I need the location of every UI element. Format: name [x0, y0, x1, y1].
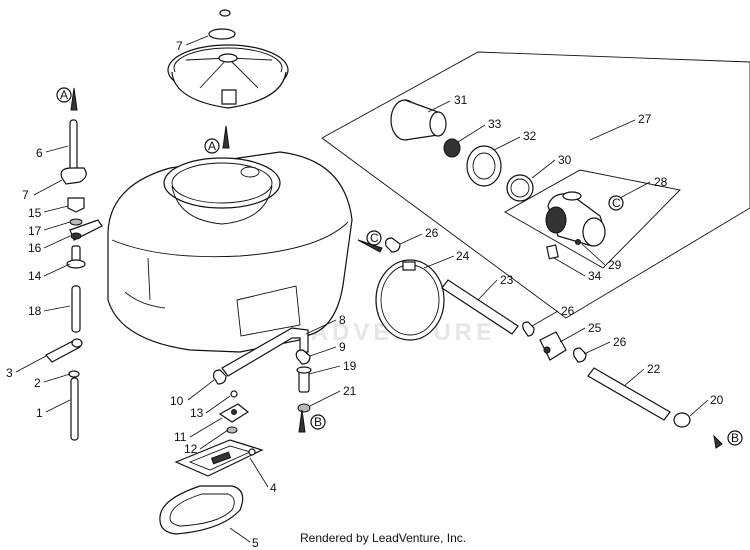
callout-16: 16 — [28, 241, 42, 255]
callout-18: 18 — [28, 304, 42, 318]
hose-23 — [441, 279, 519, 335]
assembly-box-28 — [504, 169, 681, 269]
callout-26-c: 26 — [425, 226, 439, 240]
callout-10: 10 — [170, 394, 184, 408]
callout-14: 14 — [28, 269, 42, 283]
callout-7-top: 7 — [176, 39, 183, 53]
marker-b-mid-label: B — [314, 415, 322, 429]
callout-4: 4 — [270, 481, 277, 495]
valve-assembly — [390, 99, 606, 260]
callout-33: 33 — [488, 117, 502, 131]
callout-23: 23 — [500, 273, 514, 287]
callout-19: 19 — [343, 359, 357, 373]
callout-1: 1 — [36, 406, 43, 420]
marker-a-top-label: A — [60, 88, 68, 102]
callout-29: 29 — [608, 258, 622, 272]
callout-22: 22 — [647, 362, 661, 376]
lower-parts — [159, 369, 264, 535]
callout-7-left: 7 — [22, 188, 29, 202]
callout-26-right: 26 — [613, 335, 627, 349]
marker-c-right: C — [608, 195, 624, 211]
callout-6: 6 — [36, 146, 43, 160]
marker-b-mid: B — [298, 409, 326, 433]
callout-17: 17 — [28, 224, 42, 238]
callout-31: 31 — [454, 93, 468, 107]
callout-11: 11 — [174, 430, 187, 444]
leader-lines — [15, 35, 709, 543]
marker-a-mid: A — [204, 125, 230, 154]
callout-27: 27 — [638, 112, 652, 126]
footer-credit: Rendered by LeadVenture, Inc. — [300, 531, 467, 545]
callout-13: 13 — [190, 406, 204, 420]
callout-12: 12 — [184, 442, 198, 456]
callout-8: 8 — [339, 313, 346, 327]
hose-loop — [375, 259, 445, 341]
marker-c-left: C — [357, 230, 383, 253]
left-parts — [45, 119, 103, 441]
marker-c-right-label: C — [612, 196, 621, 210]
hose-22 — [587, 367, 691, 428]
callout-32: 32 — [523, 129, 537, 143]
callout-labels: 7 6 7 15 17 16 14 18 3 2 1 31 33 32 27 3… — [6, 39, 724, 550]
marker-b-right-label: B — [731, 431, 739, 445]
callout-25: 25 — [588, 321, 602, 335]
callout-15: 15 — [28, 206, 42, 220]
callout-2: 2 — [34, 376, 41, 390]
callout-30: 30 — [558, 153, 572, 167]
fitting-25 — [522, 321, 587, 363]
marker-a-top: A — [56, 87, 78, 111]
callout-5: 5 — [252, 536, 259, 550]
marker-b-right: B — [713, 430, 743, 449]
callout-9: 9 — [339, 340, 346, 354]
callout-28: 28 — [654, 175, 668, 189]
callout-26-mid: 26 — [561, 304, 575, 318]
callout-3: 3 — [6, 366, 13, 380]
assembly-box-27 — [321, 51, 750, 319]
callout-34: 34 — [588, 269, 602, 283]
clamp-26a — [385, 237, 401, 253]
marker-c-left-label: C — [370, 231, 379, 245]
callout-20: 20 — [710, 393, 724, 407]
marker-a-mid-label: A — [208, 139, 216, 153]
tank-body — [107, 151, 353, 353]
tank-lid — [167, 9, 289, 109]
callout-21: 21 — [343, 384, 357, 398]
drain-fitting — [295, 349, 312, 413]
callout-24: 24 — [456, 249, 470, 263]
